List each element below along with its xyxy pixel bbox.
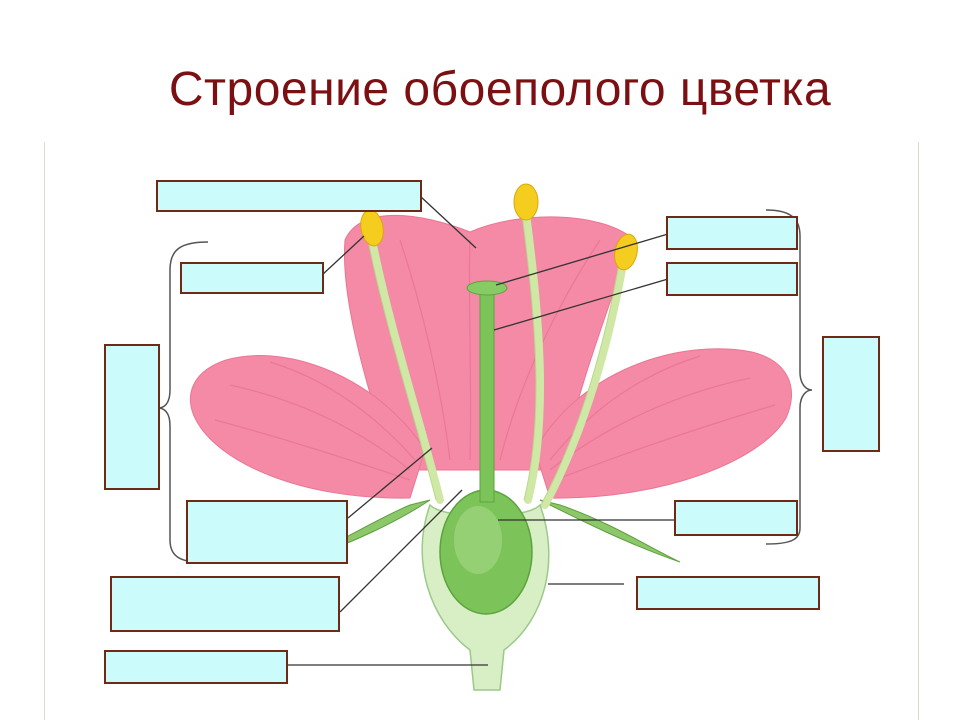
frame-right-line: [918, 142, 919, 720]
label-box-right-top-2[interactable]: [666, 262, 798, 296]
label-box-right-lower[interactable]: [636, 576, 820, 610]
style: [479, 291, 495, 503]
label-box-right-tall[interactable]: [822, 336, 880, 452]
label-box-top-left-wide[interactable]: [156, 180, 422, 212]
label-box-right-top-1[interactable]: [666, 216, 798, 250]
label-box-left-lower[interactable]: [110, 576, 340, 632]
label-box-left-tall[interactable]: [104, 344, 160, 490]
label-box-left-bottom[interactable]: [104, 650, 288, 684]
right-sepal: [539, 499, 681, 563]
page-title: Строение обоеполого цветка: [168, 63, 832, 116]
leader-lines: [286, 195, 676, 666]
label-box-left-upper[interactable]: [180, 262, 324, 294]
left-petal: [189, 355, 426, 499]
label-box-right-mid[interactable]: [674, 500, 798, 536]
filaments: [368, 210, 628, 509]
right-brace: [765, 209, 813, 545]
label-box-left-mid[interactable]: [186, 500, 348, 564]
anthers: [360, 183, 638, 271]
frame-left-line: [44, 142, 45, 720]
right-petal: [534, 348, 792, 499]
